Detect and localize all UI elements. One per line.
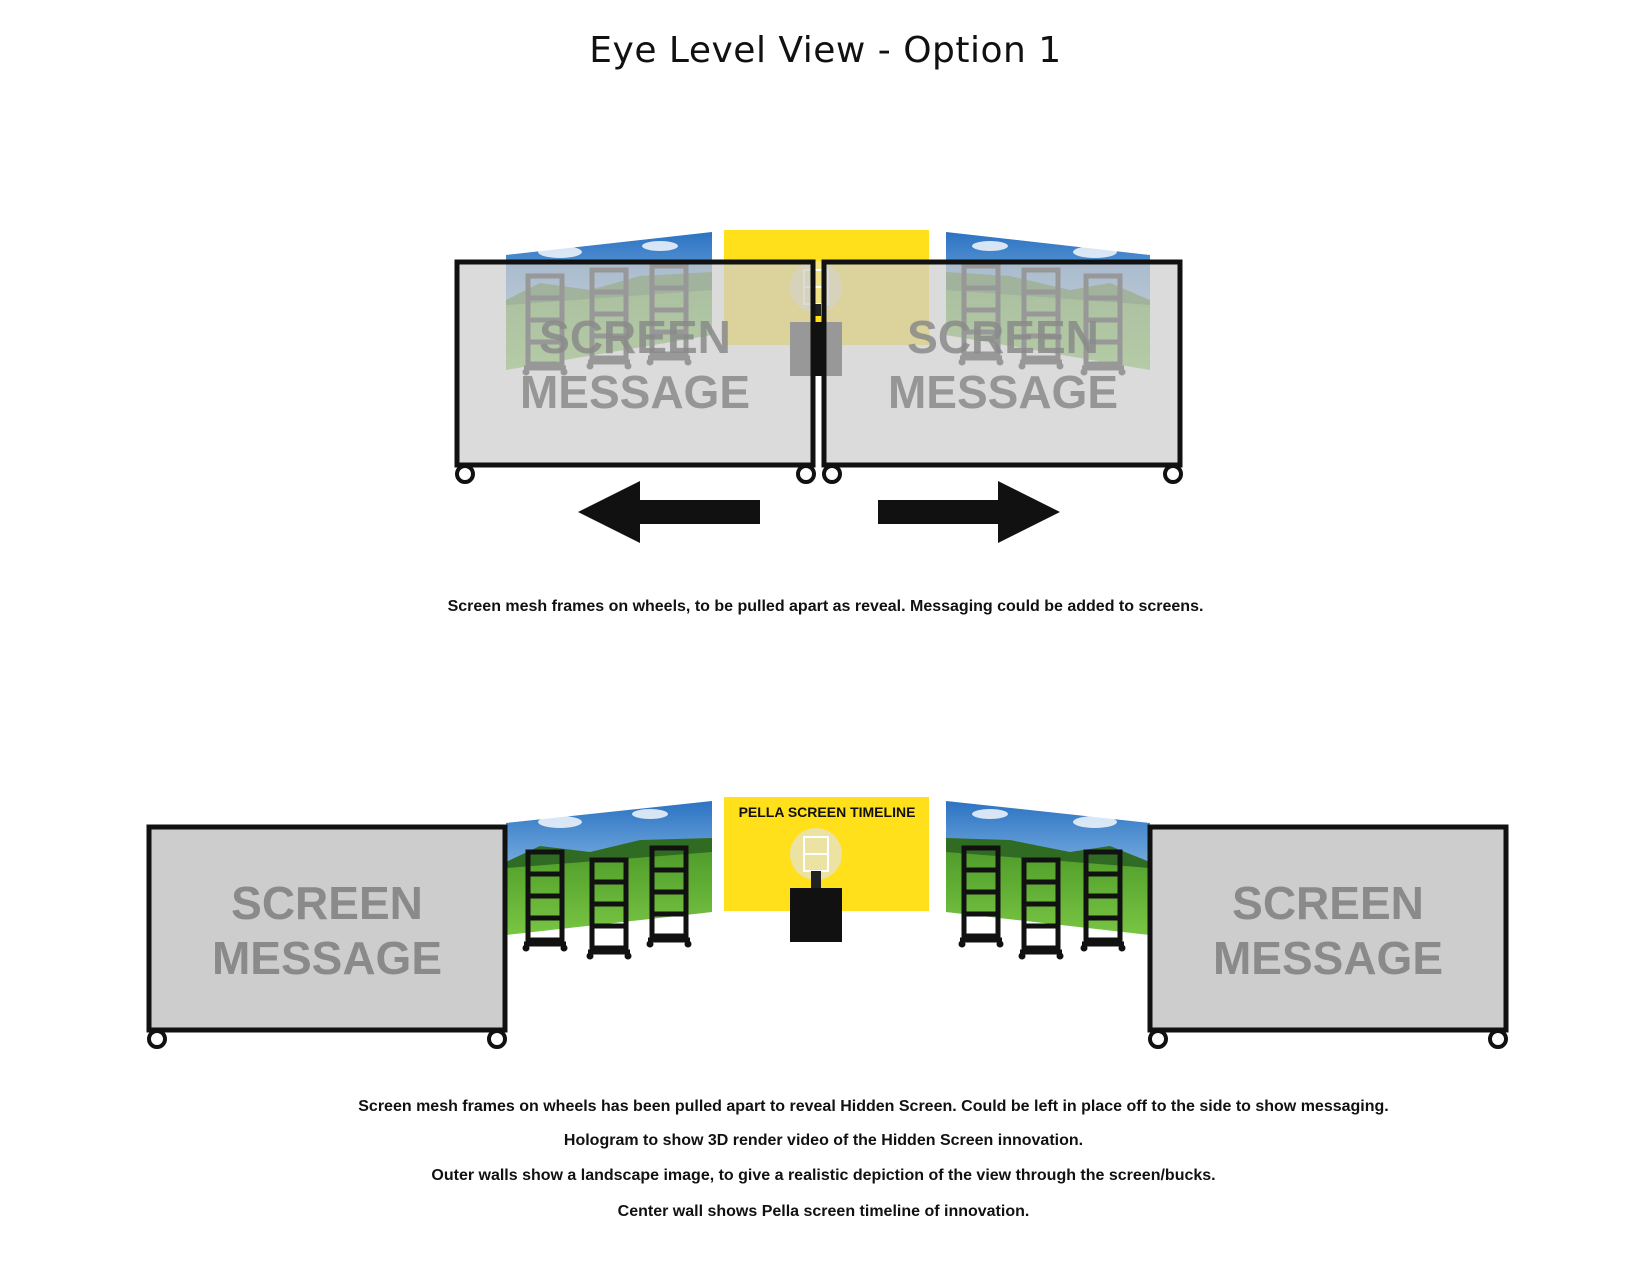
caption-bottom-3: Outer walls show a landscape image, to g… xyxy=(431,1167,1216,1184)
center-wall-label: PELLA SCREEN TIMELINE xyxy=(739,804,916,820)
mesh-frame-right-top: SCREEN MESSAGE xyxy=(821,259,1183,484)
screen-message-left-top-line2: MESSAGE xyxy=(520,366,750,418)
top-scene: SCREEN MESSAGE SCREEN MESSAGE xyxy=(454,230,1183,543)
mesh-frame-left-top: SCREEN MESSAGE xyxy=(454,259,816,484)
hologram-bottom xyxy=(790,828,842,942)
screen-message-left-bottom-line2: MESSAGE xyxy=(212,932,442,984)
screen-message-left-top-line1: SCREEN xyxy=(539,311,731,363)
caption-bottom-2: Hologram to show 3D render video of the … xyxy=(563,1132,1084,1149)
mesh-frame-right-bottom: SCREEN MESSAGE xyxy=(1147,824,1509,1049)
page-title: Eye Level View - Option 1 xyxy=(589,30,1062,71)
screen-message-left-bottom-line1: SCREEN xyxy=(231,877,423,929)
caption-bottom-4: Center wall shows Pella screen timeline … xyxy=(617,1203,1030,1220)
screen-message-right-top-line1: SCREEN xyxy=(907,311,1099,363)
mesh-frame-left-bottom: SCREEN MESSAGE xyxy=(146,824,508,1049)
screen-message-right-bottom-line1: SCREEN xyxy=(1232,877,1424,929)
screen-message-right-top-line2: MESSAGE xyxy=(888,366,1118,418)
bottom-scene: PELLA SCREEN TIMELINE SCREEN MESSAGE xyxy=(146,797,1509,1049)
caption-top: Screen mesh frames on wheels, to be pull… xyxy=(447,598,1204,615)
arrow-left-icon xyxy=(578,481,760,543)
arrow-right-icon xyxy=(878,481,1060,543)
screen-message-right-bottom-line2: MESSAGE xyxy=(1213,932,1443,984)
caption-bottom-1: Screen mesh frames on wheels has been pu… xyxy=(358,1098,1389,1115)
